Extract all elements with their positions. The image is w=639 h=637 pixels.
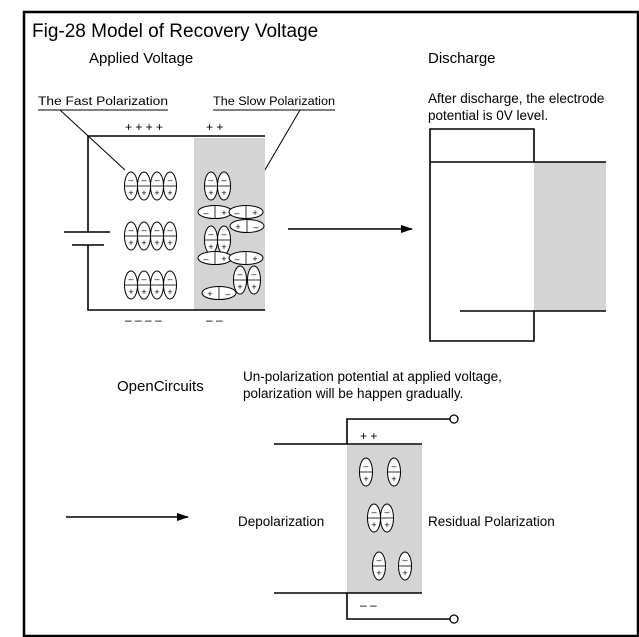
- open-circuits-note-line2: polarization will be happen gradually.: [243, 386, 463, 401]
- figure-border: [22, 10, 639, 637]
- open-terminal-bottom: [449, 614, 459, 624]
- discharge-heading: Discharge: [428, 50, 496, 67]
- battery-circuit: [64, 135, 119, 311]
- fast-dipoles: [124, 171, 177, 300]
- discharge-panel: Discharge After discharge, the electrode…: [428, 50, 606, 342]
- open-circuits-heading: OpenCircuits: [117, 378, 204, 395]
- open-terminal-top-wire: [346, 418, 450, 444]
- callout-lines: [38, 109, 335, 193]
- top-charges-slow: + +: [206, 120, 223, 134]
- top-charges-fast: + + + +: [125, 120, 163, 134]
- discharge-wire-top: [429, 128, 535, 162]
- open-circuits-note-line1: Un-polarization potential at applied vol…: [243, 369, 502, 384]
- discharge-note-line2: potential is 0V level.: [428, 108, 548, 123]
- open-circuits-panel: OpenCircuits Un-polarization potential a…: [66, 369, 555, 624]
- figure-title: Fig-28 Model of Recovery Voltage: [32, 21, 318, 42]
- open-terminal-bottom-wire: [346, 593, 450, 620]
- residual-polarization-label: Residual Polarization: [428, 514, 555, 529]
- applied-voltage-panel: Applied Voltage The Fast Polarization Th…: [38, 50, 335, 327]
- bottom-charges-slow: – –: [206, 313, 223, 327]
- discharge-note-line1: After discharge, the electrode: [428, 91, 604, 106]
- fast-polarization-label: The Fast Polarization: [38, 96, 168, 108]
- depolarization-label: Depolarization: [238, 514, 324, 529]
- bottom-charges-fast: – – – –: [125, 313, 162, 327]
- open-terminal-top: [449, 414, 459, 424]
- slow-polarization-label: The Slow Polarization: [213, 96, 335, 108]
- open-top-charges: + +: [360, 429, 377, 443]
- applied-voltage-heading: Applied Voltage: [89, 50, 193, 67]
- discharge-short-circuit: [429, 161, 535, 342]
- residual-region-shading: [534, 162, 606, 311]
- open-bottom-charges: – –: [360, 598, 377, 612]
